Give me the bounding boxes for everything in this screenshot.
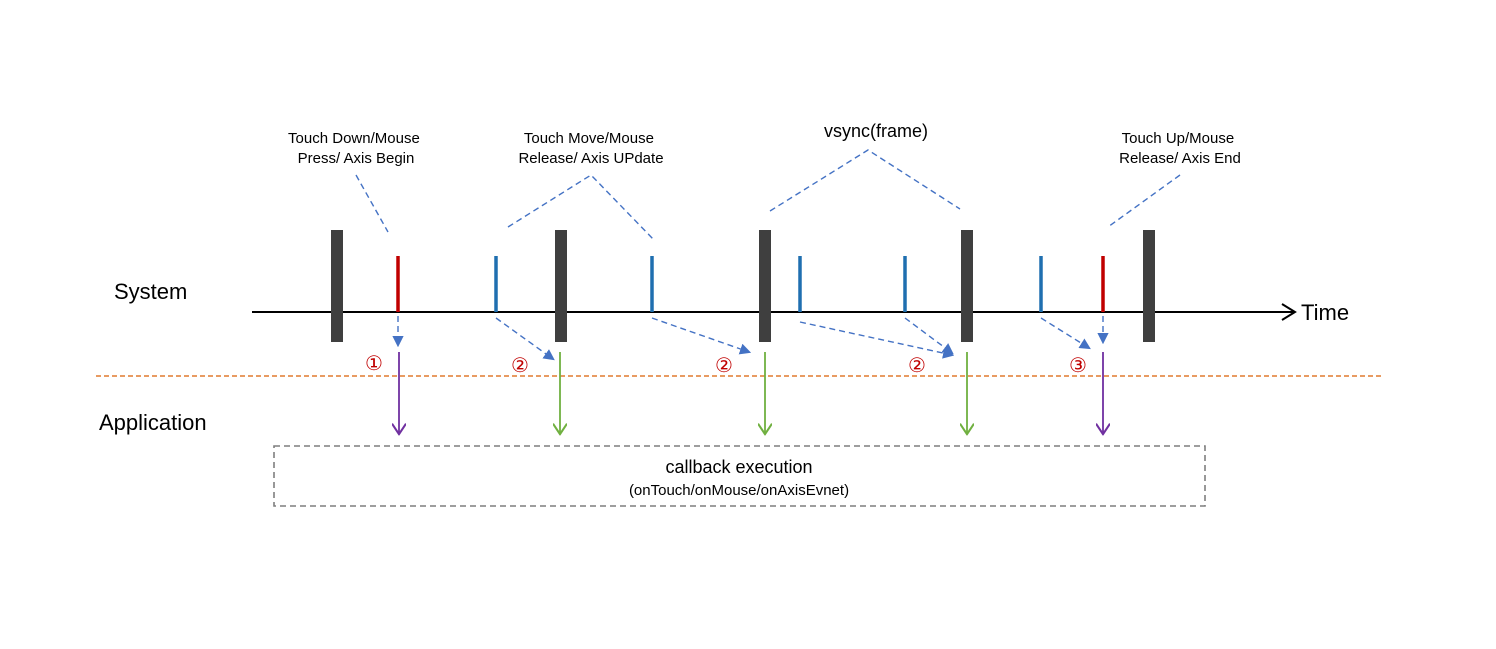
dispatch-arrow [799, 321, 955, 359]
step-marker-2: ② [908, 353, 926, 377]
callback-execution-box [273, 445, 1206, 507]
callback-arrows [399, 352, 1103, 433]
vsync-bar [555, 230, 567, 342]
time-axis-label: Time [1301, 300, 1349, 325]
step-marker-2: ② [715, 353, 733, 377]
dispatch-arrow [495, 317, 555, 361]
vsync-bar [961, 230, 973, 342]
touch-move-leader [507, 174, 655, 241]
system-lane-label: System [114, 279, 187, 304]
annotation-leaders [355, 149, 1181, 241]
time-axis [252, 303, 1297, 321]
vsync-bars [331, 230, 1155, 342]
touch-up-leader [1107, 174, 1181, 228]
input-events [396, 256, 1105, 312]
step-marker-3: ③ [1069, 353, 1087, 377]
vsync-bar [331, 230, 343, 342]
dispatch-arrow [651, 317, 752, 355]
vsync-label: vsync(frame) [824, 121, 928, 141]
callback-box-title: callback execution [665, 457, 812, 477]
step-markers: ① ② ② ② ③ [365, 351, 1087, 377]
touch-up-label: Touch Up/Mouse Release/ Axis End [1119, 130, 1241, 167]
callback-box-subtitle: (onTouch/onMouse/onAxisEvnet) [629, 482, 849, 499]
application-lane-label: Application [99, 410, 207, 435]
vsync-bar [759, 230, 771, 342]
dispatch-arrow [904, 317, 954, 355]
touch-down-leader [355, 174, 389, 233]
touch-move-label: Touch Move/Mouse Release/ Axis UPdate [518, 130, 663, 167]
dispatch-connectors [392, 316, 1109, 361]
step-marker-2: ② [511, 353, 529, 377]
step-marker-1: ① [365, 351, 383, 375]
dispatch-arrow [1040, 317, 1091, 350]
vsync-bar [1143, 230, 1155, 342]
touch-down-label: Touch Down/Mouse Press/ Axis Begin [288, 130, 424, 167]
vsync-leader [769, 149, 961, 212]
